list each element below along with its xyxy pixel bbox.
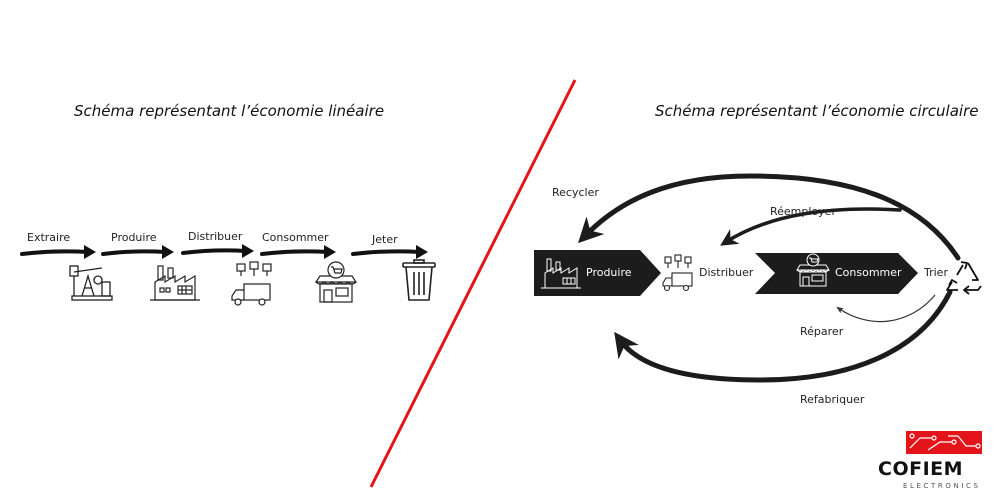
label-reparer: Réparer [800, 325, 844, 338]
label-circ-produire: Produire [586, 266, 632, 279]
label-circ-consommer: Consommer [835, 266, 902, 279]
logo-wordmark: COFIEM [878, 458, 964, 480]
circular-economy-title: Schéma représentant l’économie circulair… [655, 102, 979, 120]
oil-pump-icon [69, 265, 113, 301]
divider-line [369, 79, 577, 488]
linear-arrow-2 [101, 245, 174, 259]
linear-economy-title: Schéma représentant l’économie linéaire [74, 102, 385, 120]
label-distribuer: Distribuer [188, 230, 243, 243]
consommer-shop-icon [796, 253, 830, 287]
label-reemployer: Réemployer [770, 205, 836, 218]
factory-icon [150, 265, 200, 301]
linear-arrow-3 [181, 244, 254, 258]
arrow-reemployer [720, 207, 902, 246]
label-recycler: Recycler [552, 186, 599, 199]
linear-arrows [20, 244, 428, 259]
label-trier: Trier [924, 266, 948, 279]
linear-arrow-1 [20, 245, 96, 259]
shop-icon [314, 261, 358, 303]
label-extraire: Extraire [27, 231, 71, 244]
label-circ-distribuer: Distribuer [699, 266, 754, 279]
produire-factory-icon [541, 258, 581, 289]
consommer-shape [755, 253, 918, 294]
label-refabriquer: Refabriquer [800, 393, 865, 406]
delivery-truck-icon [231, 261, 272, 306]
linear-arrow-4 [260, 245, 336, 259]
label-jeter: Jeter [372, 233, 398, 246]
label-consommer: Consommer [262, 231, 329, 244]
distribuer-truck-icon [662, 254, 693, 292]
linear-arrow-5 [351, 245, 428, 259]
logo-subtitle: ELECTRONICS [903, 482, 981, 490]
label-produire: Produire [111, 231, 157, 244]
cofiem-logo-mark [906, 431, 982, 454]
arrow-refabriquer [614, 289, 953, 383]
recycle-icon [946, 261, 982, 295]
arrow-reparer [836, 294, 936, 323]
trash-bin-icon [402, 259, 436, 301]
arrow-recycler [578, 173, 961, 261]
